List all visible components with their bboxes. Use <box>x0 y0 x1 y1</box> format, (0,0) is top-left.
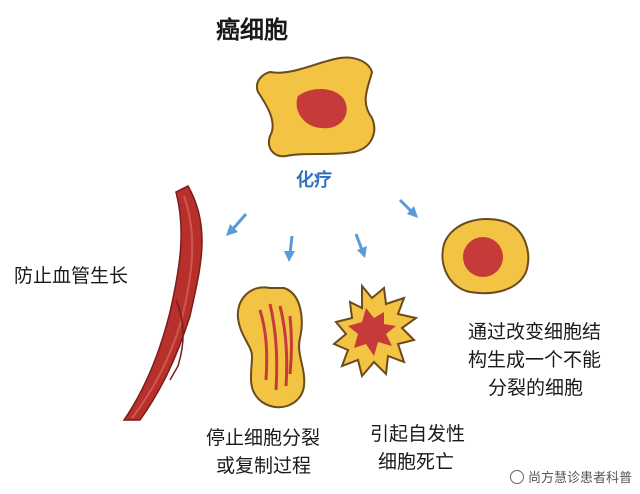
apoptosis-label-line1: 引起自发性 <box>370 423 466 445</box>
division-label-line2: 或复制过程 <box>216 455 312 477</box>
watermark: 尚方慧诊患者科普 <box>509 467 632 486</box>
division-label-line1: 停止细胞分裂 <box>206 427 321 449</box>
apoptotic-cell <box>332 283 419 379</box>
structure-label-line2: 构生成一个不能 <box>468 349 602 371</box>
diagram-title: 癌细胞 <box>216 16 288 44</box>
apoptosis-label-line2: 细胞死亡 <box>378 451 455 473</box>
structure-label-line3: 分裂的细胞 <box>488 377 584 399</box>
round-cell <box>441 218 530 295</box>
blood-vessel <box>122 185 203 421</box>
dividing-cell <box>236 286 306 409</box>
wechat-icon <box>509 470 524 484</box>
treatment-arrows <box>226 198 418 262</box>
cancer-cell <box>256 56 376 158</box>
structure-label-line1: 通过改变细胞结 <box>468 321 602 343</box>
vessel-label: 防止血管生长 <box>14 265 129 287</box>
treatment-label: 化疗 <box>296 170 332 191</box>
watermark-text: 尚方慧诊患者科普 <box>527 471 632 486</box>
